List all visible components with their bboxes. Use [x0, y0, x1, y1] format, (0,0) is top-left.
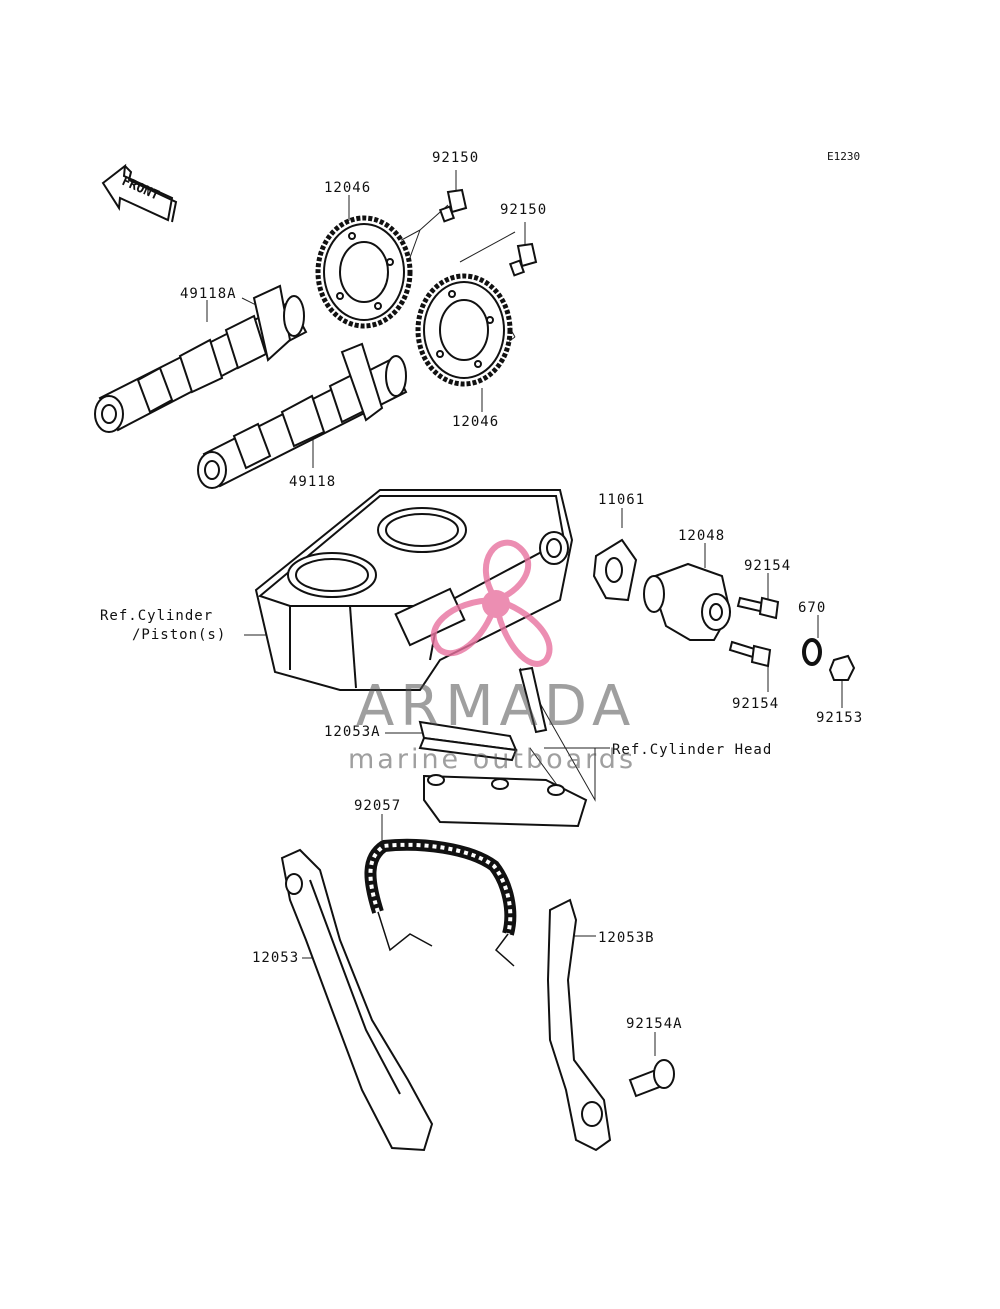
camshaft-49118-icon [197, 342, 408, 489]
bolt-92154A-icon [628, 1059, 675, 1098]
label-12048: 12048 [678, 528, 726, 544]
sprocket-12046-b-icon [415, 273, 513, 387]
label-670: 670 [798, 600, 827, 616]
label-ref-cylinder-head: Ref.Cylinder Head [612, 742, 773, 758]
label-92154-b: 92154 [732, 696, 780, 712]
label-12053A: 12053A [324, 724, 381, 740]
oring-670-icon [802, 638, 822, 666]
guide-pin-icon [518, 666, 548, 734]
bolt-92154-a-icon [736, 596, 780, 620]
watermark-logo-icon [430, 539, 553, 667]
label-92153: 92153 [816, 710, 864, 726]
label-49118: 49118 [289, 474, 337, 490]
label-12053B: 12053B [598, 930, 655, 946]
bolt-92150-a-icon [438, 188, 468, 223]
label-12046-a: 12046 [324, 180, 372, 196]
watermark-title: ARMADA [356, 674, 637, 739]
gasket-11061-icon [592, 538, 638, 602]
bolt-92154-b-icon [728, 640, 772, 668]
guide-12053-icon [280, 848, 434, 1152]
label-12053: 12053 [252, 950, 300, 966]
guide-12053A-icon [418, 720, 518, 762]
label-92150-a: 92150 [432, 150, 480, 166]
guide-holder-icon [423, 774, 588, 828]
tensioner-12048-icon [643, 562, 732, 641]
guide-12053B-icon [546, 898, 612, 1152]
diagram-code: E1230 [827, 150, 861, 163]
bolt-92150-b-icon [508, 242, 538, 277]
label-92154-a: 92154 [744, 558, 792, 574]
label-11061: 11061 [598, 492, 646, 508]
label-92057: 92057 [354, 798, 402, 814]
front-arrow-icon: FRONT [101, 163, 178, 223]
camshaft-49118A-icon [94, 284, 308, 433]
label-ref-cylinder-2: /Piston(s) [132, 627, 227, 643]
label-49118A: 49118A [180, 286, 237, 302]
label-ref-cylinder-1: Ref.Cylinder [100, 608, 214, 624]
label-12046-b: 12046 [452, 414, 500, 430]
label-92154A: 92154A [626, 1016, 683, 1032]
watermark-subtitle: marine outboards [348, 744, 637, 775]
chain-92057-icon [364, 838, 517, 967]
label-92150-b: 92150 [500, 202, 548, 218]
cap-92153-icon [828, 654, 856, 681]
sprocket-12046-a-icon [315, 215, 413, 329]
